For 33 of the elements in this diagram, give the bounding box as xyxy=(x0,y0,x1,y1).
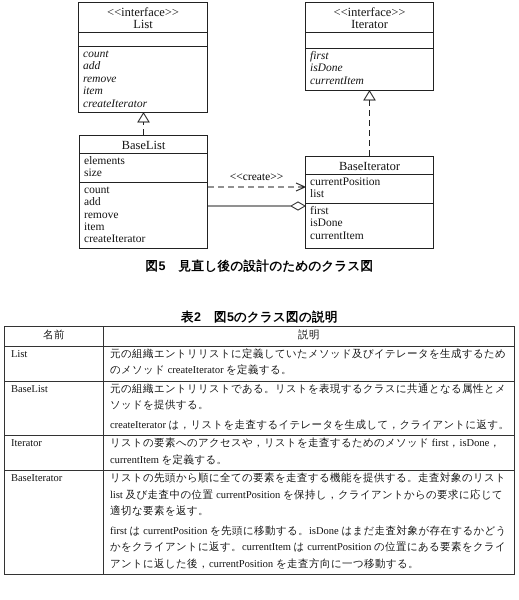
operation-list: count add remove item createIterator xyxy=(84,184,146,246)
dependency-arrow xyxy=(208,182,306,192)
class-box xyxy=(305,156,434,249)
figure-caption: 図5 見直し後の設計のためのクラス図 xyxy=(146,259,374,273)
description-text: first は currentPosition を先頭に移動する。isDone はまだ走査対象が存在するかどうかをクライアントに返す。currentItem は currentPosition の位置にある要素をクライアントに返した後，currentPosition を走査方向に一つ移動する。 xyxy=(110,524,508,572)
attribute-list: elements size xyxy=(84,155,125,180)
operation-list: first isDone currentItem xyxy=(310,50,364,88)
description-text: 元の組織エントリリストである。リストを表現するクラスに共通となる属性とメソッドを提供する。 xyxy=(110,382,507,413)
attribute-list: currentPosition list xyxy=(310,176,380,201)
class-name: BaseList xyxy=(122,139,166,151)
description-text: リストの先頭から順に全ての要素を走査する機能を提供する。走査対象のリスト list 及び走査中の位置 currentPosition を保持し，クライアントからの要求に応じて適切な要素を返す。 xyxy=(110,471,507,519)
column-header: 名前 xyxy=(42,328,66,343)
operation-list: count add remove item createIterator xyxy=(83,48,148,110)
description-text: createIterator は，リストを走査するイテレータを生成して，クライアントに返す。 xyxy=(110,418,510,432)
class-box xyxy=(305,2,434,91)
class-box xyxy=(79,135,208,249)
class-name: <<interface>> Iterator xyxy=(334,6,406,30)
column-header: 説明 xyxy=(297,328,321,343)
edge-label: <<create>> xyxy=(228,171,284,183)
class-name: <<interface>> List xyxy=(107,6,179,30)
class-name: BaseList xyxy=(11,382,49,396)
aggregation-line xyxy=(208,202,306,210)
class-name: BaseIterator xyxy=(338,160,400,172)
class-name: Iterator xyxy=(11,437,43,451)
class-box xyxy=(78,2,208,113)
realization-arrow xyxy=(364,90,376,156)
class-name: BaseIterator xyxy=(11,472,64,486)
description-text: 元の組織エントリリストに定義していたメソッド及びイテレータを生成するためのメソッド createIterator を定義する。 xyxy=(110,347,507,378)
realization-arrow xyxy=(138,112,150,136)
class-name: List xyxy=(11,348,28,362)
description-text: リストの要素へのアクセスや，リストを走査するためのメソッド first，isDone，currentItem を定義する。 xyxy=(110,436,502,468)
operation-list: first isDone currentItem xyxy=(310,204,364,242)
table-title: 表2 図5のクラス図の説明 xyxy=(181,310,338,324)
